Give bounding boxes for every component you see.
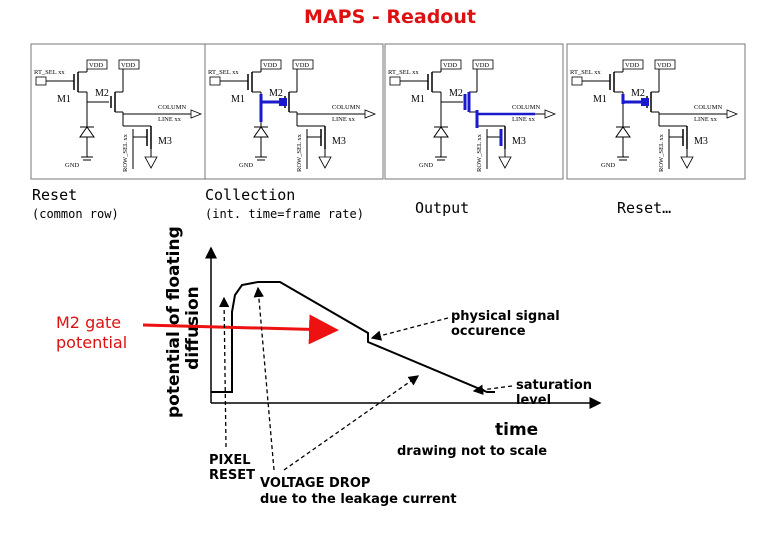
saturation-arrow (472, 384, 513, 395)
gnd-label: GND (419, 162, 433, 169)
voltage-drop-arrow-1 (253, 286, 275, 471)
vdd-label: VDD (263, 62, 277, 69)
rt-sel-label: RT_SEL xx (570, 69, 601, 76)
vdd-label: VDD (475, 62, 489, 69)
vdd-label: VDD (443, 62, 457, 69)
drawing-note: drawing not to scale (397, 444, 548, 459)
m3-label: M3 (158, 136, 172, 147)
circuit-reset-again: VDD VDD RT_SEL xx M1 M2 M3 COLUMN LINE x… (566, 43, 746, 180)
column-label: COLUMN (512, 104, 540, 111)
voltage-drop-arrow-2 (283, 375, 420, 471)
vdd-label: VDD (657, 62, 671, 69)
m2-gate-potential-label: M2 gate potential (56, 313, 128, 352)
column-label: LINE xx (694, 116, 718, 123)
m2-label: M2 (449, 88, 463, 99)
gnd-label: GND (239, 162, 253, 169)
phase-label-collection: Collection (205, 186, 296, 204)
rt-sel-label: RT_SEL xx (388, 69, 419, 76)
m1-label: M1 (57, 94, 71, 105)
voltage-drop-label: VOLTAGE DROP (260, 476, 371, 491)
phase-label-reset-next: Reset… (617, 199, 672, 217)
physical-signal-arrow (370, 317, 449, 341)
page-title: MAPS - Readout (304, 6, 476, 28)
column-label: COLUMN (332, 104, 360, 111)
potential-curve (211, 281, 495, 393)
row-sel-label: ROW_SEL xx (658, 133, 665, 172)
column-label: LINE xx (512, 116, 536, 123)
column-label: LINE xx (332, 116, 356, 123)
m3-label: M3 (332, 136, 346, 147)
x-axis-label: time (495, 420, 539, 440)
m2-label: M2 (269, 88, 283, 99)
phase-label-reset: Reset (32, 186, 78, 204)
m3-label: M3 (512, 136, 526, 147)
vdd-label: VDD (89, 62, 103, 69)
vdd-label: VDD (121, 62, 135, 69)
circuit-output: VDD VDD RT_SEL xx M1 M2 M3 COLUMN LINE x… (384, 43, 564, 180)
m1-label: M1 (231, 94, 245, 105)
m3-label: M3 (694, 136, 708, 147)
physical-signal-label: physical signal occurence (451, 309, 560, 339)
vdd-label: VDD (295, 62, 309, 69)
m1-label: M1 (593, 94, 607, 105)
m2-gate-arrow (142, 314, 339, 345)
gnd-label: GND (601, 162, 615, 169)
row-sel-label: ROW_SEL xx (476, 133, 483, 172)
saturation-label: saturation level (516, 378, 593, 408)
leakage-label: due to the leakage current (260, 492, 457, 507)
rt-sel-label: RT_SEL xx (34, 69, 65, 76)
phase-sub-collection: (int. time=frame rate) (205, 207, 364, 221)
vdd-label: VDD (625, 62, 639, 69)
phase-sub-reset: (common row) (32, 207, 119, 221)
rt-sel-label: RT_SEL xx (208, 69, 239, 76)
gnd-label: GND (65, 162, 79, 169)
phase-label-output: Output (415, 199, 470, 217)
row-sel-label: ROW_SEL xx (122, 133, 129, 172)
row-sel-label: ROW_SEL xx (296, 133, 303, 172)
circuit-panels: VDD VDD RT_SEL xx M1 M2 M3 COLUMN LINE x… (30, 43, 746, 180)
m2-label: M2 (95, 88, 109, 99)
column-label: COLUMN (694, 104, 722, 111)
m1-label: M1 (411, 94, 425, 105)
column-label: LINE xx (158, 116, 182, 123)
circuit-reset: VDD VDD RT_SEL xx M1 M2 M3 COLUMN LINE x… (30, 43, 210, 180)
circuit-collection: VDD VDD RT_SEL xx M1 M2 M3 COLUMN LINE x… (204, 43, 384, 180)
column-label: COLUMN (158, 104, 186, 111)
pixel-reset-label: PIXEL RESET (209, 453, 256, 483)
pixel-reset-arrow (218, 296, 230, 448)
m2-label: M2 (631, 88, 645, 99)
